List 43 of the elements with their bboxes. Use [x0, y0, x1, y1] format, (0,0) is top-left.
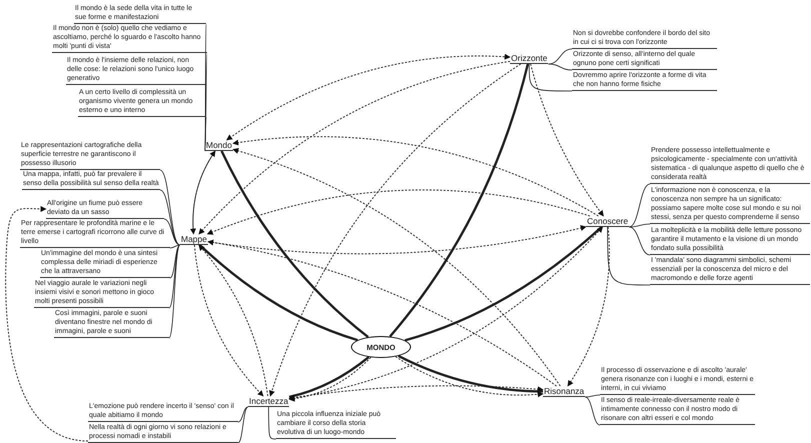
- branch-line: [204, 84, 206, 152]
- branch-line: [168, 244, 180, 308]
- dashed-arrow: [198, 60, 510, 234]
- dashed-arrow: [288, 226, 603, 399]
- topic-label: Mappe: [180, 234, 208, 245]
- topic-label: Risonanza: [543, 386, 586, 397]
- branch-line: [238, 406, 248, 443]
- branch-line: [238, 406, 248, 422]
- branch-line: [528, 64, 572, 92]
- dashed-arrow: [288, 385, 544, 401]
- branch-line: [170, 244, 180, 248]
- branch-line: [268, 406, 276, 440]
- branch-line: [628, 226, 650, 256]
- branch-line: [160, 170, 180, 246]
- dashed-arrow: [232, 136, 599, 216]
- thick-connector: [199, 244, 358, 342]
- branch-line: [168, 244, 180, 338]
- branch-line: [548, 64, 572, 70]
- dashed-arrow: [232, 148, 561, 386]
- dashed-arrow: [5, 206, 88, 442]
- branch-line: [164, 218, 180, 246]
- thick-connector: [220, 150, 369, 338]
- dashed-arrow: [530, 64, 604, 216]
- dashed-arrow: [269, 64, 522, 397]
- branch-line: [584, 396, 600, 426]
- dashed-arrow: [226, 54, 511, 140]
- branch-line: [607, 226, 650, 286]
- topic-label: Incertezza: [248, 396, 290, 407]
- dashed-arrow: [207, 240, 557, 386]
- topic-label: Mondo: [205, 140, 233, 151]
- dashed-arrow: [206, 190, 590, 235]
- branch-line: [170, 244, 180, 278]
- branch-line: [628, 184, 650, 228]
- branch-line: [204, 24, 206, 152]
- branch-line: [584, 394, 600, 398]
- branch-line: [628, 224, 650, 228]
- branch-line: [160, 190, 180, 246]
- dashed-arrow: [567, 226, 610, 386]
- branch-line: [204, 116, 206, 152]
- thick-connector: [389, 64, 530, 338]
- topic-label: Conoscere: [586, 216, 630, 227]
- topic-label: Orizzonte: [510, 53, 548, 64]
- thick-connector: [404, 226, 602, 342]
